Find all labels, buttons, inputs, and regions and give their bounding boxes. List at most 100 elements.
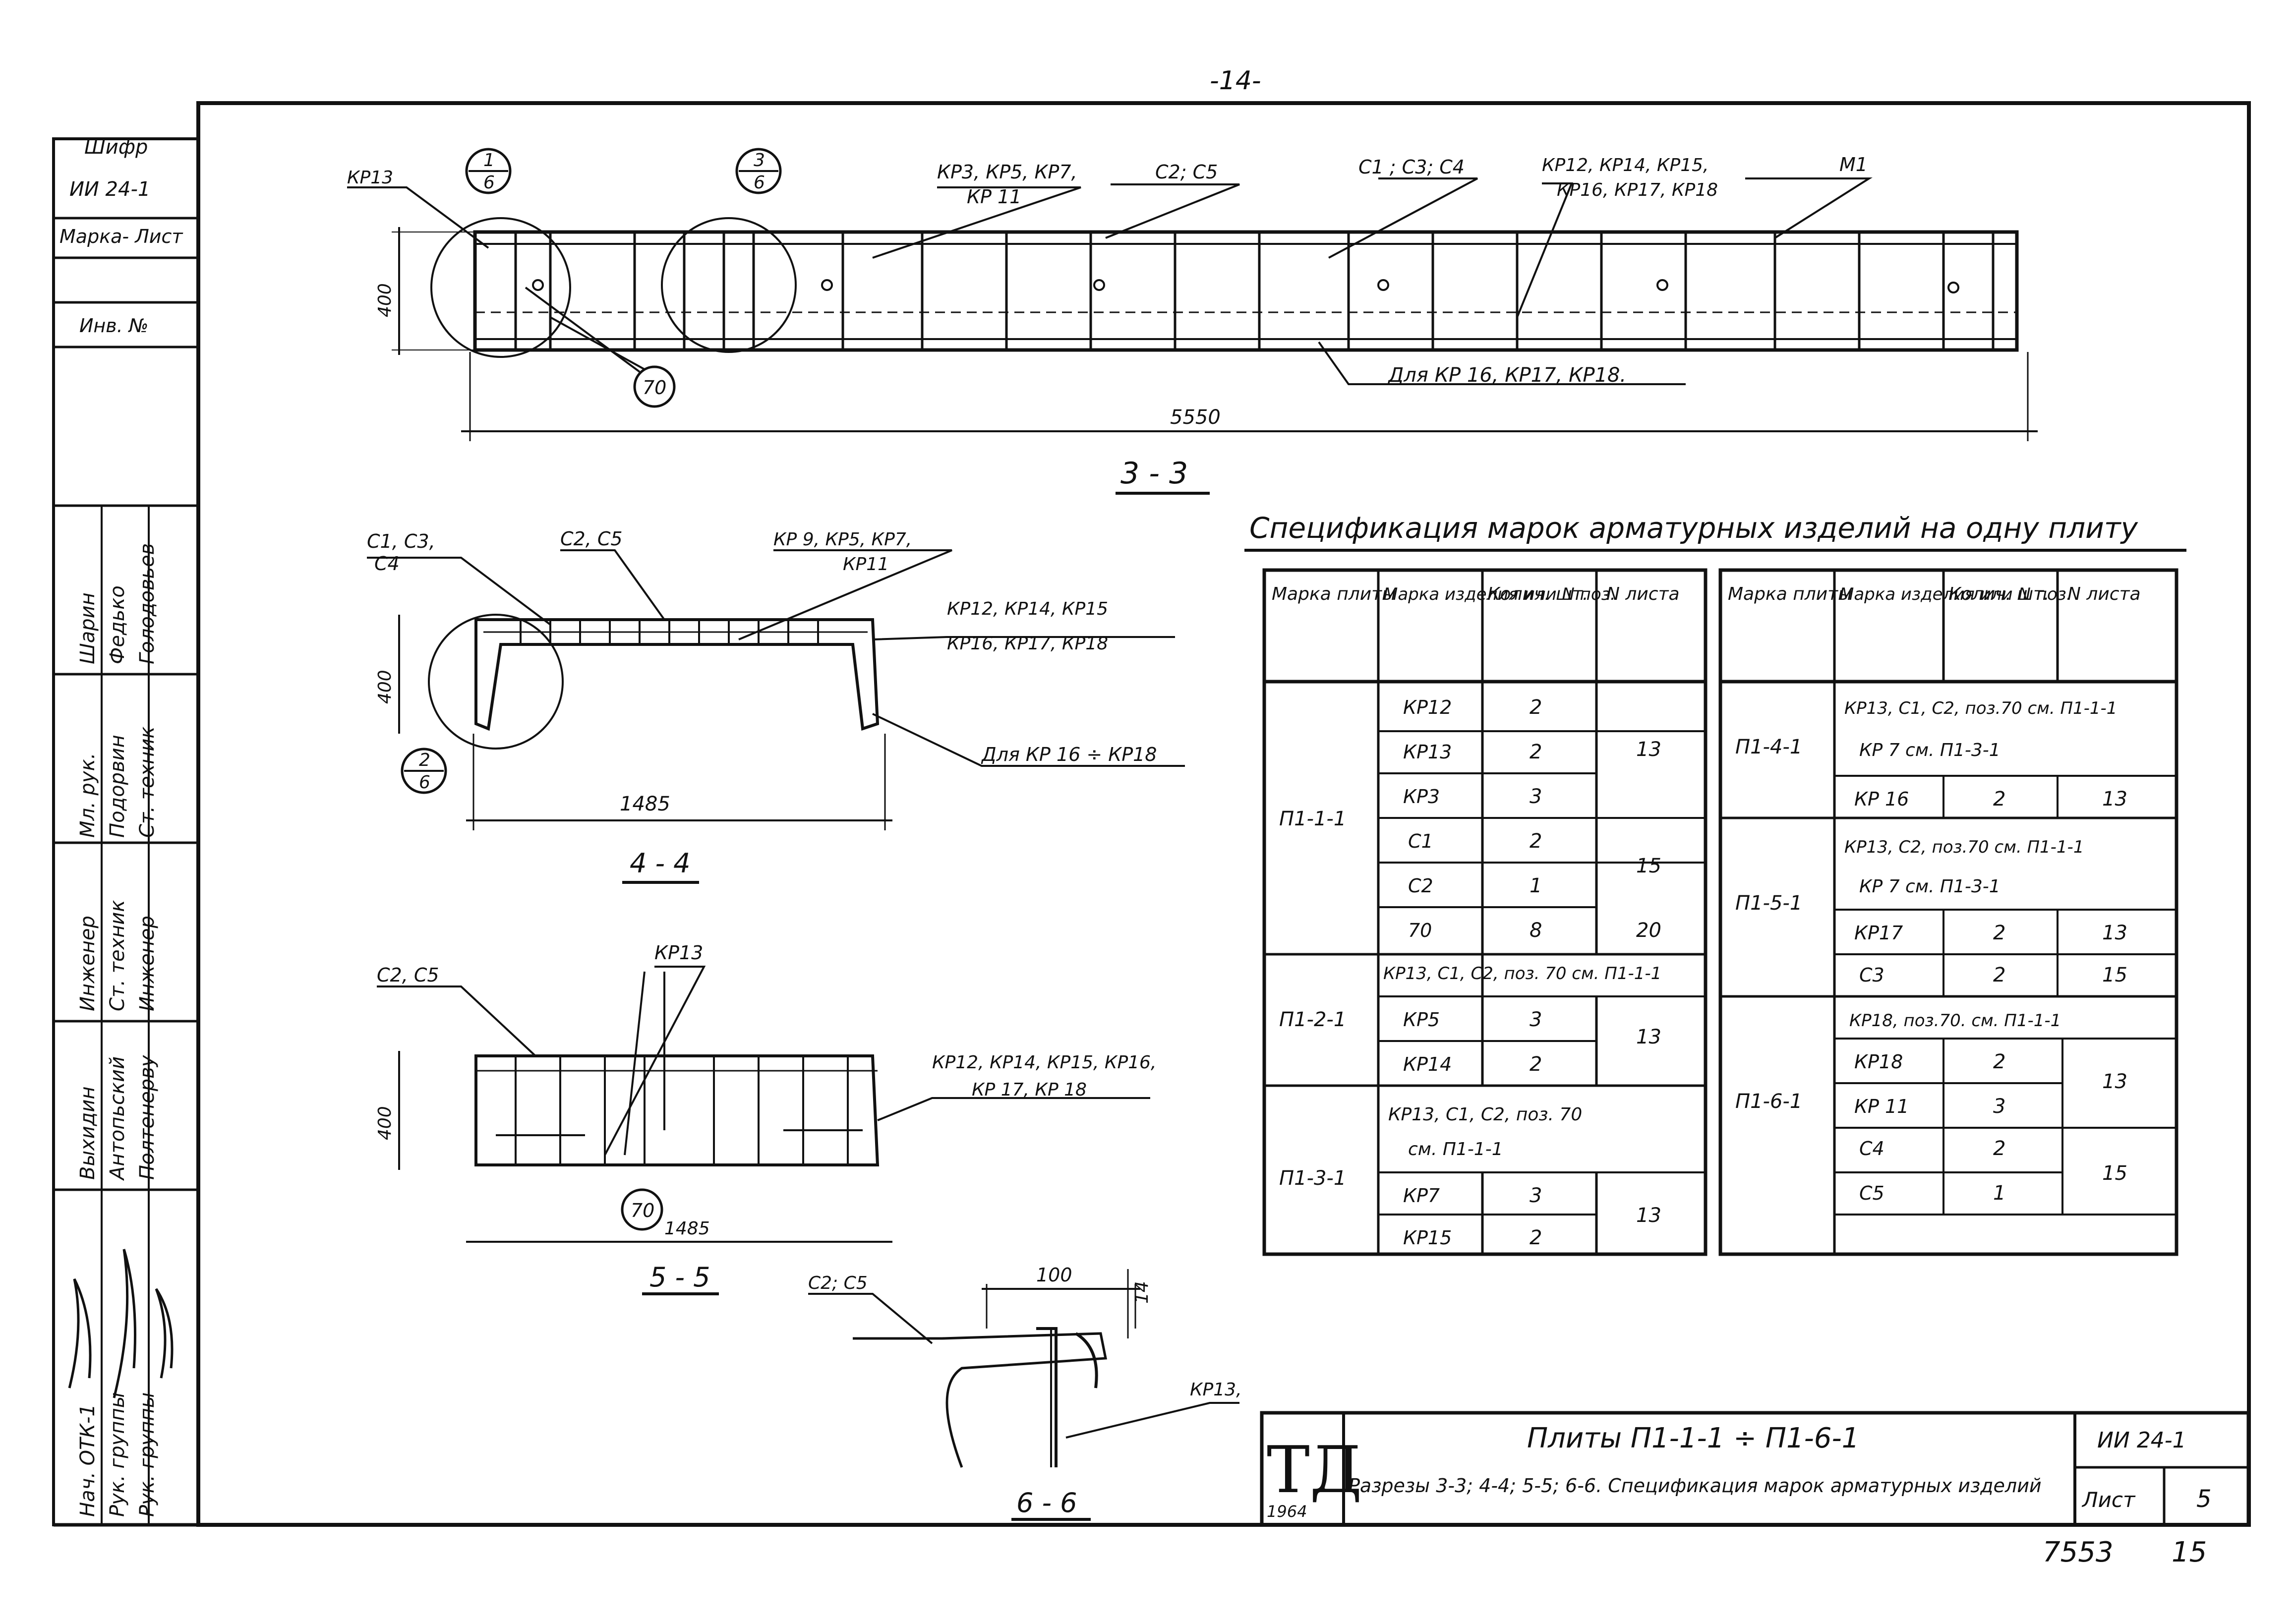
svg-text:С5: С5	[1859, 1182, 1884, 1204]
svg-text:2: 2	[1530, 696, 1542, 719]
svg-text:КР13, С1, С2, поз. 70: КР13, С1, С2, поз. 70	[1388, 1104, 1582, 1125]
section-3-3-anchors	[532, 279, 1959, 293]
label-kp13-5-5: КР13	[654, 942, 703, 964]
svg-text:Марка изделия или N поз.: Марка изделия или N поз.	[1383, 584, 1616, 604]
svg-text:2: 2	[1530, 1053, 1542, 1076]
pos-70-circle-5-5	[621, 1188, 663, 1231]
dim-400-3-3: 400	[375, 283, 395, 317]
dim-400-4-4: 400	[375, 670, 395, 704]
plate-p1-6-1: П1-6-1	[1735, 1090, 1802, 1113]
svg-text:20: 20	[1636, 919, 1661, 942]
label-kp3: КР3, КР5, КР7,	[937, 161, 1077, 183]
svg-text:КР5: КР5	[1403, 1009, 1440, 1031]
svg-text:КР13, С1, С2, поз. 70 см. П1-1: КР13, С1, С2, поз. 70 см. П1-1-1	[1383, 964, 1661, 984]
sheet-number: 5	[2196, 1485, 2212, 1513]
role-4: Инженер	[76, 916, 99, 1011]
svg-text:КР13, С1, С2, поз.70 см. П1-1-: КР13, С1, С2, поз.70 см. П1-1-1	[1844, 698, 2117, 718]
plate-p1-1-1: П1-1-1	[1279, 808, 1346, 830]
name-1: Шарин	[76, 592, 99, 664]
section-3-3-title: 3 - 3	[1120, 456, 1188, 491]
label-c2c5-5-5: С2, С5	[377, 964, 439, 986]
svg-text:N листа: N листа	[2067, 584, 2141, 604]
sheet-frame	[196, 101, 2251, 1527]
svg-text:2: 2	[1530, 741, 1542, 763]
label-kp12-5-5-line2: КР 17, КР 18	[972, 1080, 1087, 1100]
svg-text:13: 13	[2102, 788, 2127, 811]
section-3-3-stirrups	[514, 233, 1995, 349]
section-5-5: 70 С2, С5 КР13 КР12, КР14, КР15, КР16, К…	[375, 942, 1156, 1295]
label-kp9-line2: КР11	[843, 554, 889, 575]
svg-text:2: 2	[419, 750, 430, 770]
svg-text:6: 6	[419, 772, 430, 793]
section-5-5-title: 5 - 5	[649, 1262, 710, 1293]
svg-text:8: 8	[1530, 919, 1542, 942]
svg-text:2: 2	[1993, 922, 2005, 944]
svg-text:КР13, С2, поз.70 см. П1-1-1: КР13, С2, поз.70 см. П1-1-1	[1844, 837, 2084, 857]
dim-1485-5-5: 1485	[664, 1218, 710, 1239]
svg-text:2: 2	[1993, 788, 2005, 811]
svg-text:2: 2	[1530, 1226, 1542, 1249]
section-6-6-title: 6 - 6	[1016, 1487, 1077, 1518]
svg-text:2: 2	[1530, 830, 1542, 853]
svg-text:КР 11: КР 11	[1854, 1096, 1909, 1117]
dim-1485-4-4: 1485	[620, 793, 670, 815]
svg-text:КР13: КР13	[1403, 741, 1452, 763]
svg-text:С2: С2	[1408, 875, 1433, 897]
specification: Спецификация марок арматурных изделий на…	[1244, 511, 2186, 1256]
role-5: Ст. техник	[106, 900, 129, 1011]
label-kp9-line1: КР 9, КР5, КР7,	[773, 529, 912, 550]
label-kp12-4-4-line1: КР12, КР14, КР15	[947, 599, 1108, 619]
label-m1: М1	[1839, 154, 1868, 175]
detail-circle-3	[661, 217, 797, 353]
signature-3	[155, 1288, 174, 1379]
svg-text:2: 2	[1993, 964, 2005, 986]
svg-text:15: 15	[1636, 855, 1661, 877]
role-6: Мл. рук.	[76, 753, 99, 838]
svg-text:6: 6	[483, 173, 495, 193]
svg-text:Марка плиты: Марка плиты	[1272, 584, 1396, 604]
svg-text:Марка плиты: Марка плиты	[1728, 584, 1852, 604]
role-2: Рук. группы	[106, 1392, 129, 1517]
section-6-6: 100 14 С2; С5 КР13, 6 - 6	[808, 1264, 1242, 1521]
sheet-label: Лист	[2081, 1488, 2136, 1512]
svg-text:КР17: КР17	[1854, 922, 1903, 944]
marka-list-label: Марка- Лист	[59, 226, 183, 247]
svg-text:13: 13	[2102, 1070, 2127, 1093]
label-kp13: КР13	[347, 168, 393, 188]
label-c1c3c4: С1 ; С3; С4	[1358, 156, 1465, 178]
shifr-label: Шифр	[84, 136, 148, 159]
label-kp11: КР 11	[967, 186, 1021, 208]
dim-400-5-5: 400	[375, 1106, 395, 1140]
name-9: Подорвин	[106, 735, 129, 838]
name-6: Полтенерву	[136, 1054, 159, 1180]
svg-text:13: 13	[1636, 1204, 1661, 1227]
label-kp12-5-5-line1: КР12, КР14, КР15, КР16,	[932, 1052, 1156, 1073]
detail-circle-2	[428, 614, 564, 750]
signature-2	[113, 1249, 136, 1398]
pos-70-circle	[633, 365, 676, 408]
svg-text:70: 70	[1408, 920, 1432, 941]
svg-text:70: 70	[643, 377, 666, 399]
svg-text:3: 3	[1530, 785, 1542, 808]
svg-text:КР18: КР18	[1854, 1051, 1903, 1073]
svg-text:КР 7 см. П1-3-1: КР 7 см. П1-3-1	[1859, 740, 2001, 760]
label-kp13-6-6: КР13,	[1190, 1380, 1242, 1400]
svg-text:1: 1	[1993, 1182, 2005, 1205]
stamp-names: Шарин Федько Голодовьев Выхидин Антопьск…	[76, 543, 159, 1181]
svg-text:3: 3	[1993, 1095, 2005, 1118]
svg-text:Колич. шт.: Колич. шт.	[1948, 584, 2050, 604]
svg-text:КР 7 см. П1-3-1: КР 7 см. П1-3-1	[1859, 876, 2001, 897]
dim-5550: 5550	[1170, 406, 1221, 429]
svg-text:Марка изделия или N поз.: Марка изделия или N поз.	[1839, 584, 2072, 604]
svg-text:Колич. шт.: Колич. шт.	[1487, 584, 1589, 604]
svg-text:3: 3	[754, 150, 765, 171]
svg-text:3: 3	[1530, 1008, 1542, 1031]
svg-text:15: 15	[2102, 1162, 2127, 1185]
svg-text:КР18, поз.70. см. П1-1-1: КР18, поз.70. см. П1-1-1	[1849, 1011, 2061, 1031]
plate-p1-4-1: П1-4-1	[1735, 736, 1802, 758]
label-c1-line1: С1, С3,	[367, 530, 435, 552]
svg-text:КР 16: КР 16	[1854, 788, 1909, 810]
svg-text:КР14: КР14	[1403, 1053, 1452, 1075]
inv-label: Инв. №	[79, 315, 148, 337]
